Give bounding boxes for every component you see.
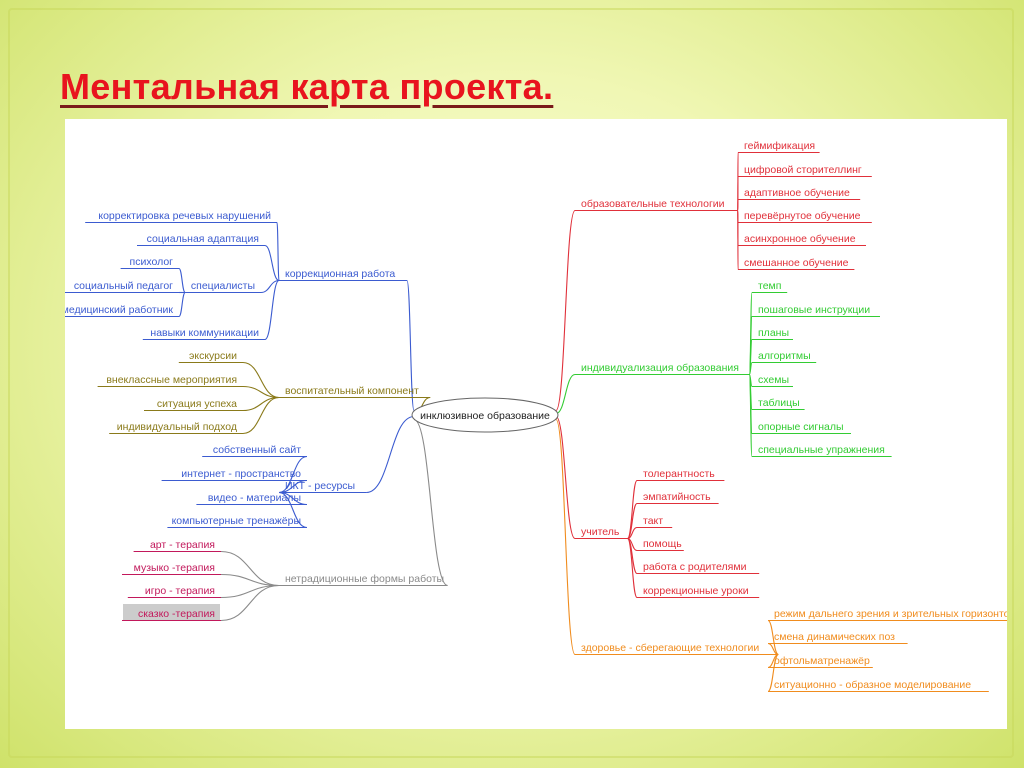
leaf-edge bbox=[220, 584, 280, 622]
leaf-edge bbox=[260, 279, 280, 294]
leaf-label[interactable]: специальные упражнения bbox=[758, 444, 885, 456]
leaf-label[interactable]: корректировка речевых нарушений bbox=[98, 210, 271, 222]
leaf-label[interactable]: планы bbox=[758, 327, 789, 339]
leaf-label[interactable]: внеклассные мероприятия bbox=[106, 374, 237, 386]
leaf-edge bbox=[748, 373, 753, 458]
leaf-label[interactable]: офтольматренажёр bbox=[774, 655, 870, 667]
branch-label[interactable]: здоровье - сберегающие технологии bbox=[581, 642, 759, 654]
leaf-label[interactable]: интернет - пространство bbox=[181, 468, 301, 480]
leaf-edge bbox=[220, 573, 280, 587]
leaf-label[interactable]: работа с родителями bbox=[643, 561, 747, 573]
leaf-label[interactable]: перевёрнутое обучение bbox=[744, 210, 861, 222]
slide-title: Ментальная карта проекта. bbox=[60, 66, 554, 107]
branch-label[interactable]: коррекционная работа bbox=[285, 268, 395, 280]
leaf-label[interactable]: алгоритмы bbox=[758, 350, 811, 362]
leaf-edge bbox=[767, 619, 779, 656]
leaf-label[interactable]: игро - терапия bbox=[145, 585, 215, 597]
subleaf-label[interactable]: социальный педагог bbox=[74, 280, 173, 292]
selection-highlight bbox=[123, 604, 220, 621]
leaf-label[interactable]: индивидуальный подход bbox=[117, 421, 237, 433]
leaf-edge bbox=[278, 491, 308, 529]
leaf-edge bbox=[242, 385, 280, 399]
leaf-edge bbox=[627, 526, 638, 540]
leaf-label[interactable]: адаптивное обучение bbox=[744, 187, 850, 199]
leaf-label[interactable]: навыки коммуникации bbox=[150, 327, 259, 339]
branch-edge bbox=[555, 209, 576, 412]
center-node[interactable] bbox=[411, 397, 559, 433]
leaf-edge bbox=[627, 502, 638, 540]
branch-label[interactable]: нетрадиционные формы работы bbox=[285, 573, 444, 585]
leaf-label[interactable]: эмпатийность bbox=[643, 491, 711, 503]
leaf-edge bbox=[627, 537, 638, 599]
leaf-label[interactable]: помощь bbox=[643, 538, 682, 550]
leaf-label[interactable]: экскурсии bbox=[189, 350, 237, 362]
leaf-edge bbox=[264, 279, 280, 341]
leaf-label[interactable]: схемы bbox=[758, 374, 789, 386]
branch-edge bbox=[406, 279, 415, 412]
leaf-label[interactable]: социальная адаптация bbox=[147, 233, 259, 245]
leaf-label[interactable]: коррекционные уроки bbox=[643, 585, 749, 597]
leaf-edge bbox=[242, 361, 280, 399]
leaf-label[interactable]: цифровой сторителлинг bbox=[744, 164, 862, 176]
leaf-edge bbox=[264, 244, 280, 282]
branch-label[interactable]: воспитательный компонент bbox=[285, 385, 419, 397]
branch-edge bbox=[555, 415, 576, 540]
leaf-label[interactable]: ситуация успеха bbox=[157, 398, 237, 410]
center-label: инклюзивное образование bbox=[420, 410, 550, 422]
leaf-edge bbox=[242, 396, 280, 412]
branch-label[interactable]: образовательные технологии bbox=[581, 198, 725, 210]
leaf-edge bbox=[276, 221, 280, 282]
leaf-edge bbox=[767, 653, 779, 693]
leaf-label[interactable]: смешанное обучение bbox=[744, 257, 849, 269]
mindmap-panel: инклюзивное образование коррекционная раб… bbox=[65, 119, 1007, 729]
branch-label[interactable]: индивидуализация образования bbox=[581, 362, 739, 374]
slide-frame bbox=[8, 8, 1014, 758]
leaf-label[interactable]: опорные сигналы bbox=[758, 421, 844, 433]
branch-edge bbox=[555, 373, 576, 415]
leaf-label[interactable]: толерантность bbox=[643, 468, 715, 480]
leaf-label[interactable]: таблицы bbox=[758, 397, 800, 409]
leaf-label[interactable]: арт - терапия bbox=[150, 539, 215, 551]
leaf-label[interactable]: такт bbox=[643, 515, 663, 527]
branch-edge bbox=[555, 418, 576, 656]
branch-label[interactable]: учитель bbox=[581, 526, 620, 538]
leaf-label[interactable]: компьютерные тренажёры bbox=[172, 515, 301, 527]
leaf-edge bbox=[278, 455, 308, 494]
leaf-label[interactable]: темп bbox=[758, 280, 781, 292]
subleaf-edge bbox=[178, 267, 186, 294]
branch-edge bbox=[366, 415, 415, 494]
leaf-label[interactable]: смена динамических поз bbox=[774, 631, 895, 643]
leaf-label[interactable]: пошаговые инструкции bbox=[758, 304, 870, 316]
leaf-label[interactable]: режим дальнего зрения и зрительных гориз… bbox=[774, 608, 1007, 620]
leaf-label[interactable]: видео - материалы bbox=[208, 492, 301, 504]
branch-edge bbox=[413, 418, 448, 587]
subleaf-label[interactable]: медицинский работник bbox=[65, 304, 173, 316]
leaf-label[interactable]: геймификация bbox=[744, 140, 815, 152]
leaf-label[interactable]: специалисты bbox=[191, 280, 255, 292]
leaf-label[interactable]: собственный сайт bbox=[213, 444, 301, 456]
mindmap-diagram: инклюзивное образование коррекционная раб… bbox=[65, 140, 1007, 693]
leaf-edge bbox=[627, 479, 638, 540]
leaf-label[interactable]: сказко -терапия bbox=[138, 608, 215, 620]
leaf-label[interactable]: ситуационно - образное моделирование bbox=[774, 679, 971, 691]
branch-label[interactable]: ИКТ - ресурсы bbox=[285, 480, 355, 492]
subleaf-label[interactable]: психолог bbox=[130, 256, 174, 268]
leaf-label[interactable]: музыко -терапия bbox=[134, 562, 215, 574]
leaf-edge bbox=[242, 396, 280, 435]
subleaf-edge bbox=[178, 291, 186, 318]
leaf-edge bbox=[220, 550, 280, 587]
leaf-label[interactable]: асинхронное обучение bbox=[744, 233, 856, 245]
